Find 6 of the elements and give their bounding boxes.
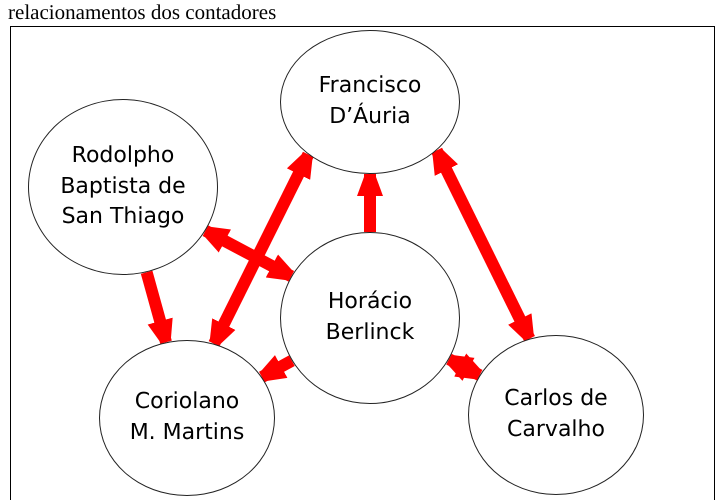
person-name: Coriolano M. Martins <box>128 388 246 447</box>
diagram-title: relacionamentos dos contadores <box>8 0 276 25</box>
person-name: Horácio Berlinck <box>324 288 416 347</box>
person-name: Francisco D’Áuria <box>318 72 422 131</box>
person-name: Rodolpho Baptista de San Thiago <box>59 142 187 232</box>
person-name: Carlos de Carvalho <box>503 385 609 444</box>
